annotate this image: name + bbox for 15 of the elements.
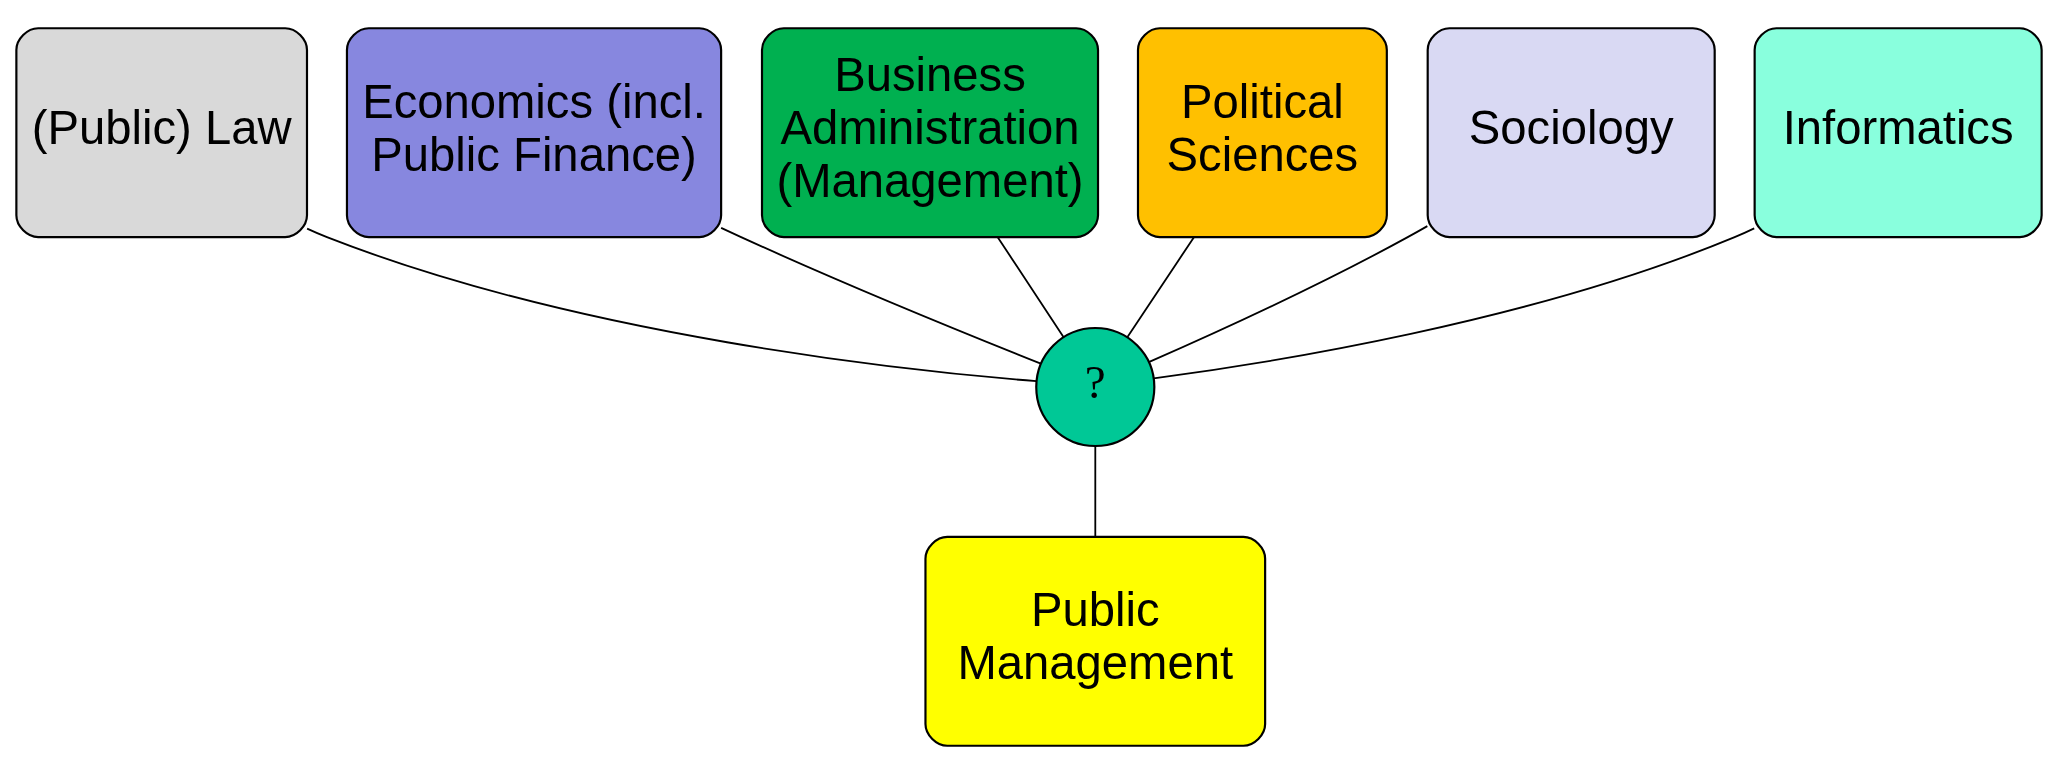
node-box: (Public) Law	[15, 27, 309, 239]
connector	[1126, 236, 1195, 339]
node-box: Informatics	[1753, 27, 2043, 239]
connector	[720, 227, 1042, 365]
node-circle: ?	[1035, 326, 1156, 448]
node-box: Business Administration (Management)	[760, 27, 1100, 239]
connector	[1148, 225, 1429, 363]
connector	[306, 227, 1038, 383]
node-box: Public Management	[924, 535, 1267, 747]
node-box: Economics (incl. Public Finance)	[345, 27, 723, 239]
connector	[1152, 227, 1756, 380]
connector	[996, 236, 1065, 339]
node-box: Political Sciences	[1136, 27, 1388, 239]
connector	[1094, 445, 1097, 538]
node-box: Sociology	[1426, 27, 1716, 239]
